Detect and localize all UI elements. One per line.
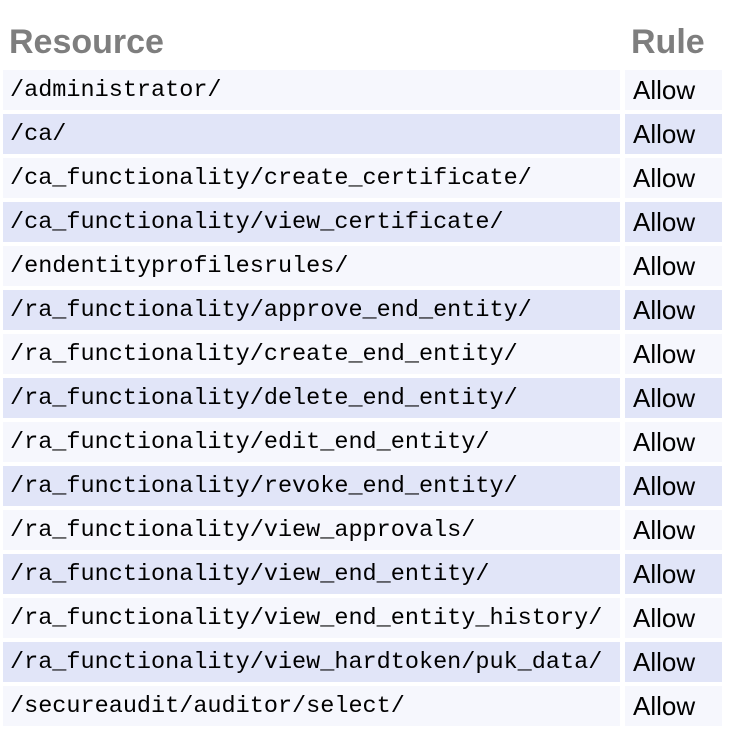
table-row: /ra_functionality/view_approvals/Allow (3, 510, 722, 550)
resource-cell: /ra_functionality/create_end_entity/ (3, 334, 620, 374)
rule-cell: Allow (625, 378, 722, 418)
table-row: /ca_functionality/create_certificate/All… (3, 158, 722, 198)
table-row: /endentityprofilesrules/Allow (3, 246, 722, 286)
rule-cell: Allow (625, 598, 722, 638)
rule-cell: Allow (625, 422, 722, 462)
column-header-rule: Rule (631, 23, 705, 61)
header-row: Resource Rule (3, 18, 722, 66)
rule-cell: Allow (625, 70, 722, 110)
table-row: /ra_functionality/edit_end_entity/Allow (3, 422, 722, 462)
resource-cell: /ra_functionality/edit_end_entity/ (3, 422, 620, 462)
table-row: /ca_functionality/view_certificate/Allow (3, 202, 722, 242)
access-rules-table: Resource Rule /administrator/Allow/ca/Al… (0, 14, 727, 730)
resource-cell: /ra_functionality/view_hardtoken/puk_dat… (3, 642, 620, 682)
column-header-resource: Resource (9, 23, 164, 61)
rule-cell: Allow (625, 246, 722, 286)
resource-cell: /ra_functionality/view_end_entity_histor… (3, 598, 620, 638)
table-row: /administrator/Allow (3, 70, 722, 110)
table-header: Resource Rule (3, 18, 722, 66)
table-row: /ca/Allow (3, 114, 722, 154)
table-row: /ra_functionality/view_end_entity/Allow (3, 554, 722, 594)
table-row: /secureaudit/auditor/select/Allow (3, 686, 722, 726)
resource-cell: /ca_functionality/create_certificate/ (3, 158, 620, 198)
resource-cell: /ra_functionality/delete_end_entity/ (3, 378, 620, 418)
rule-cell: Allow (625, 686, 722, 726)
table-row: /ra_functionality/delete_end_entity/Allo… (3, 378, 722, 418)
rule-cell: Allow (625, 114, 722, 154)
rule-cell: Allow (625, 510, 722, 550)
rule-cell: Allow (625, 290, 722, 330)
resource-cell: /ca_functionality/view_certificate/ (3, 202, 620, 242)
table-row: /ra_functionality/approve_end_entity/All… (3, 290, 722, 330)
resource-cell: /ra_functionality/revoke_end_entity/ (3, 466, 620, 506)
resource-cell: /ra_functionality/approve_end_entity/ (3, 290, 620, 330)
table-row: /ra_functionality/view_hardtoken/puk_dat… (3, 642, 722, 682)
resource-cell: /endentityprofilesrules/ (3, 246, 620, 286)
table-row: /ra_functionality/view_end_entity_histor… (3, 598, 722, 638)
rule-cell: Allow (625, 466, 722, 506)
resource-cell: /ra_functionality/view_end_entity/ (3, 554, 620, 594)
rule-cell: Allow (625, 334, 722, 374)
rule-cell: Allow (625, 642, 722, 682)
resource-cell: /ra_functionality/view_approvals/ (3, 510, 620, 550)
resource-cell: /administrator/ (3, 70, 620, 110)
resource-cell: /ca/ (3, 114, 620, 154)
table-row: /ra_functionality/revoke_end_entity/Allo… (3, 466, 722, 506)
rule-cell: Allow (625, 202, 722, 242)
rule-cell: Allow (625, 554, 722, 594)
table-row: /ra_functionality/create_end_entity/Allo… (3, 334, 722, 374)
resource-cell: /secureaudit/auditor/select/ (3, 686, 620, 726)
table-body: /administrator/Allow/ca/Allow/ca_functio… (3, 70, 722, 726)
rule-cell: Allow (625, 158, 722, 198)
